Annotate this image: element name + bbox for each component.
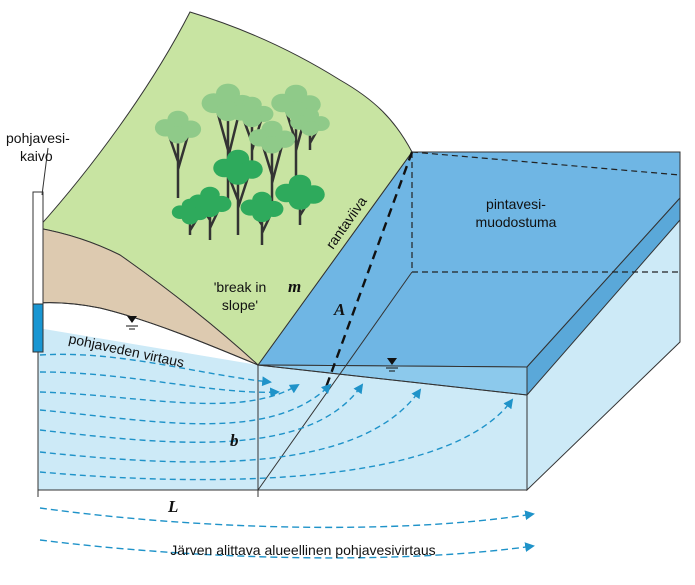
tree: [290, 107, 330, 150]
break-in-slope-line1: 'break in: [214, 279, 266, 295]
aquifer-diagonal-line: [257, 271, 413, 491]
tree: [275, 174, 325, 225]
flow-arrow-4: [39, 383, 332, 425]
regional-arrow-2: [39, 539, 535, 559]
flow-arrow-1: [39, 353, 272, 387]
water-level-symbol-lake: [386, 358, 398, 372]
tree: [171, 198, 209, 235]
tree: [240, 191, 284, 245]
flow-arrow-2: [39, 371, 280, 398]
shoreline-dashed-cross: [323, 151, 414, 391]
local-flow-arrows: [39, 353, 514, 481]
tree: [248, 120, 296, 215]
lake-label-line2: muodostuma: [476, 214, 557, 230]
well-label-line1: pohjavesi-: [6, 130, 70, 146]
symbol-m: m: [288, 277, 301, 296]
flow-arrow-5: [39, 383, 364, 443]
aquifer-front-face: [38, 328, 527, 490]
symbol-A: A: [333, 300, 345, 319]
water-level-symbol-aquifer: [126, 316, 138, 330]
well-label-line2: kaivo: [20, 148, 53, 164]
regional-arrow-1: [39, 507, 535, 529]
tree: [230, 96, 274, 175]
flow-arrow-3: [39, 383, 300, 405]
well-casing: [32, 191, 44, 305]
regional-flow-label: Järven alittava alueellinen pohjavesivir…: [170, 542, 435, 558]
symbol-b: b: [230, 431, 239, 450]
tree: [213, 149, 263, 235]
hidden-edge-3: [411, 151, 681, 176]
well-screen: [32, 303, 44, 353]
aquifer-outline: [37, 303, 528, 491]
tree: [154, 110, 202, 198]
flow-arrow-7: [39, 398, 514, 481]
lake-label-line1: pintavesi-: [486, 196, 546, 212]
break-in-slope-line2: slope': [222, 297, 258, 313]
trees-group: [154, 83, 330, 245]
well-label-leader: [41, 147, 49, 196]
regional-flow-arrows: [39, 507, 535, 559]
symbol-L: L: [167, 497, 178, 516]
water-table-line: [37, 302, 528, 396]
flow-arrow-6: [39, 388, 422, 463]
